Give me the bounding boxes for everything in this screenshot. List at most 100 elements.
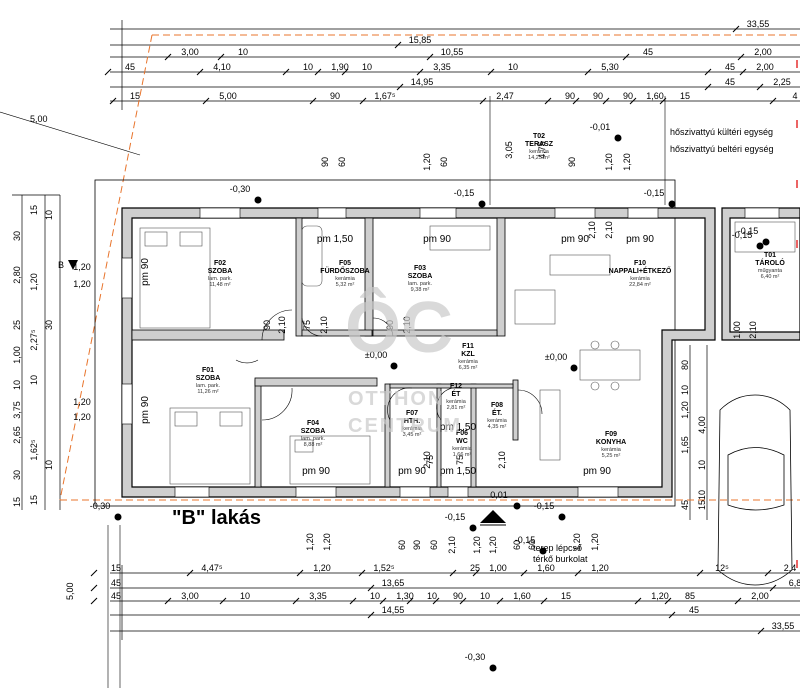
dimension-tick [732, 25, 740, 33]
dimension-label: 85 [685, 591, 695, 601]
dimension-label: 2,10 [402, 316, 412, 334]
dimension-tick [479, 97, 487, 105]
dimension-tick [164, 597, 172, 605]
level-mark: ±0,00 [545, 352, 567, 362]
dimension-tick [359, 97, 367, 105]
dimension-tick [769, 97, 777, 105]
dimension-tick [472, 569, 480, 577]
dimension-label: 2,00 [754, 47, 772, 57]
room-id: F08 [491, 402, 503, 409]
room-floor: műgyanta [758, 268, 783, 274]
dimension-label: 45 [125, 62, 135, 72]
dimension-tick [394, 41, 402, 49]
dimension-label: 5,30 [601, 62, 619, 72]
dimension-tick [449, 569, 457, 577]
level-mark: -0,15 [454, 188, 475, 198]
dimension-label: 10 [44, 460, 54, 470]
dimension-label: 60 [337, 157, 347, 167]
level-mark: -0,30 [230, 184, 251, 194]
level-marker-symbol [558, 513, 566, 521]
dimension-label: 60 [439, 157, 449, 167]
dimension-label: 1,62⁵ [29, 439, 39, 461]
level-marker-symbol [469, 524, 477, 532]
dimension-label: 2,10 [422, 451, 432, 469]
dimension-label: 5,00 [219, 91, 237, 101]
dimension-label: 60 [429, 540, 439, 550]
dimension-label: 10 [508, 62, 518, 72]
dimension-label: 1,20 [305, 533, 315, 551]
dimension-tick [396, 83, 404, 91]
room-area: 8,88 m² [304, 442, 323, 448]
level-marker-symbol [513, 502, 521, 510]
dimension-tick [540, 597, 548, 605]
dimension-label: 2,00 [756, 62, 774, 72]
furniture [139, 221, 796, 485]
windows [121, 207, 780, 498]
dimension-label: 10 [238, 47, 248, 57]
window-opening-label: pm 1,50 [317, 234, 354, 245]
dimension-label: 10 [12, 380, 22, 390]
dimension-tick [341, 68, 349, 76]
room-floor: kerámia [335, 276, 356, 282]
room-area: 4,35 m² [488, 424, 507, 430]
bed-f04 [289, 435, 371, 485]
dimension-label: 33,55 [772, 621, 795, 631]
dining-table [579, 349, 641, 381]
dimension-tick [358, 569, 366, 577]
dimension-label: 3,75 [12, 401, 22, 419]
dimension-label: 2,10 [587, 221, 597, 239]
dimension-tick [769, 584, 777, 592]
room-id: T02 [533, 133, 545, 140]
dimension-label: 15 [697, 500, 707, 510]
room-area: 11,48 m² [209, 282, 230, 288]
dimension-label: 10 [370, 591, 380, 601]
dimension-tick [90, 597, 98, 605]
dimension-tick [629, 97, 637, 105]
dimension-label: 33,55 [747, 19, 770, 29]
dimension-tick [104, 68, 112, 76]
dimension-tick [574, 569, 582, 577]
dimension-label: 1,00 [489, 563, 507, 573]
dimension-label: 80 [680, 360, 690, 370]
room-area: 5,32 m² [336, 282, 355, 288]
dimension-label: 2,80 [12, 266, 22, 284]
storage-shelf [734, 221, 796, 253]
dimension-label: 90 [262, 320, 272, 330]
level-marker-symbol [478, 200, 486, 208]
dimension-label: 1,00 [732, 321, 742, 339]
dimension-label: 10 [303, 62, 313, 72]
sofa [514, 289, 556, 325]
dimension-label: 1,20 [622, 153, 632, 171]
level-marker-symbol [254, 196, 262, 204]
dimension-label: 15 [12, 497, 22, 507]
level-mark: -0,15 [644, 188, 665, 198]
bottom-dimension-lines [110, 565, 800, 640]
dimension-label: 60 [512, 540, 522, 550]
dimension-label: 10 [44, 210, 54, 220]
room-id: F09 [605, 431, 617, 438]
dimension-tick [292, 597, 300, 605]
room-id: F07 [406, 410, 418, 417]
dimension-tick [756, 83, 764, 91]
room-name: HTH. [404, 418, 420, 425]
dimension-tick [416, 68, 424, 76]
dimension-tick [696, 569, 704, 577]
door-swings [235, 309, 543, 421]
dimension-label: 4,10 [213, 62, 231, 72]
dimension-label: 90 [320, 157, 330, 167]
dimension-label: 15 [111, 563, 121, 573]
dimension-label: 1,20 [73, 412, 91, 422]
level-marker-symbol [762, 238, 770, 246]
dimension-label: 1,20 [422, 153, 432, 171]
room-name: NAPPALI+ÉTKEZŐ [609, 266, 672, 275]
room-id: T01 [764, 252, 776, 259]
dimension-label: 1,65 [680, 436, 690, 454]
dimension-label: 14,95 [411, 77, 434, 87]
dimension-label: 1,20 [472, 536, 482, 554]
window-opening-label: pm 90 [302, 466, 330, 477]
dimension-tick [367, 611, 375, 619]
dimension-label: 1,00 [12, 346, 22, 364]
dimension-tick [459, 597, 467, 605]
watermark-line1: OTTHON [348, 388, 444, 410]
stair-note-1: terep lépcső [533, 543, 582, 553]
